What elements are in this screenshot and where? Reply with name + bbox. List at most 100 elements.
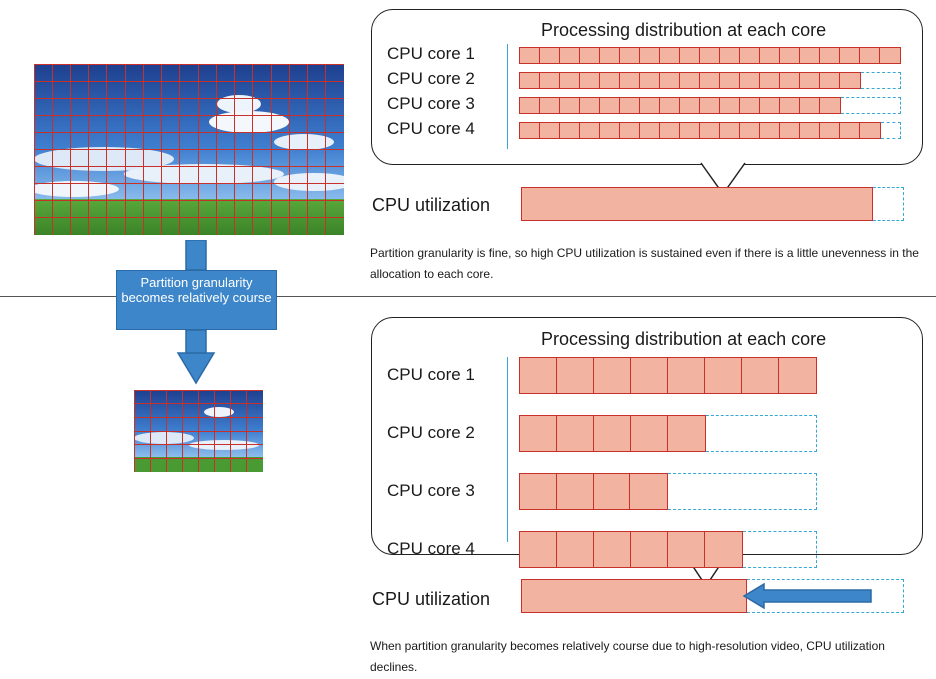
partition-cell bbox=[234, 217, 254, 235]
bottom-util-fill bbox=[521, 579, 747, 613]
partition-cell bbox=[161, 114, 181, 133]
partition-cell bbox=[215, 64, 236, 82]
partition-cell bbox=[51, 166, 71, 185]
partition-cell bbox=[34, 217, 53, 235]
partition-cell bbox=[34, 97, 53, 116]
partition-cell bbox=[51, 64, 71, 82]
partition-cell bbox=[325, 97, 344, 116]
task-block bbox=[668, 532, 705, 567]
bottom-caption: When partition granularity becomes relat… bbox=[370, 639, 885, 674]
task-block bbox=[540, 98, 560, 113]
partition-cell bbox=[69, 97, 90, 116]
partition-cell bbox=[179, 64, 199, 82]
partition-cell bbox=[179, 217, 199, 235]
partition-cell bbox=[288, 114, 309, 133]
partition-cell bbox=[307, 80, 327, 99]
task-block bbox=[860, 123, 880, 138]
partition-cell bbox=[325, 200, 344, 219]
partition-cell bbox=[106, 217, 126, 235]
task-block bbox=[800, 73, 820, 88]
partition-cell bbox=[197, 64, 217, 82]
task-block bbox=[520, 98, 540, 113]
partition-cell bbox=[106, 131, 126, 150]
task-block bbox=[740, 123, 760, 138]
partition-cell bbox=[34, 64, 53, 82]
partition-grid bbox=[34, 64, 344, 235]
partition-cell bbox=[179, 200, 199, 219]
partition-cell bbox=[34, 114, 53, 133]
core-load-bar bbox=[519, 72, 861, 89]
partition-cell bbox=[252, 217, 272, 235]
partition-cell bbox=[270, 131, 290, 150]
partition-cell bbox=[307, 200, 327, 219]
partition-cell bbox=[252, 97, 272, 116]
task-block bbox=[760, 73, 780, 88]
partition-cell bbox=[230, 430, 248, 446]
partition-cell bbox=[325, 149, 344, 168]
partition-cell bbox=[270, 97, 290, 116]
partition-cell bbox=[165, 416, 183, 432]
partition-cell bbox=[69, 217, 90, 235]
partition-cell bbox=[142, 80, 163, 99]
core-axis-line bbox=[507, 357, 508, 542]
partition-cell bbox=[161, 131, 181, 150]
partition-cell bbox=[181, 444, 199, 459]
partition-cell bbox=[288, 131, 309, 150]
task-block bbox=[720, 98, 740, 113]
partition-cell bbox=[124, 200, 144, 219]
partition-cell bbox=[197, 97, 217, 116]
partition-cell bbox=[88, 166, 108, 185]
task-block bbox=[680, 98, 700, 113]
top-util-label: CPU utilization bbox=[372, 195, 491, 215]
core-load-bar bbox=[519, 47, 901, 64]
partition-cell bbox=[198, 444, 216, 459]
arrow-label-text: Partition granularity becomes relatively… bbox=[121, 275, 272, 305]
core-idle-space bbox=[860, 72, 901, 89]
partition-cell bbox=[161, 200, 181, 219]
task-block bbox=[557, 532, 594, 567]
partition-cell bbox=[252, 200, 272, 219]
partition-cell bbox=[307, 114, 327, 133]
partition-cell bbox=[307, 166, 327, 185]
partition-cell bbox=[215, 80, 236, 99]
partition-cell bbox=[215, 200, 236, 219]
partition-cell bbox=[214, 390, 232, 405]
task-block bbox=[740, 98, 760, 113]
partition-cell bbox=[124, 131, 144, 150]
partition-cell bbox=[142, 114, 163, 133]
core-load-bar bbox=[519, 122, 881, 139]
top-caption: Partition granularity is fine, so high C… bbox=[370, 246, 919, 281]
partition-cell bbox=[215, 131, 236, 150]
arrow-label: Partition granularity becomes relatively… bbox=[116, 270, 277, 330]
partition-cell bbox=[246, 403, 263, 418]
task-block bbox=[740, 73, 760, 88]
partition-cell bbox=[198, 403, 216, 418]
task-block bbox=[700, 123, 720, 138]
partition-cell bbox=[252, 64, 272, 82]
task-block bbox=[640, 48, 660, 63]
partition-cell bbox=[215, 166, 236, 185]
partition-cell bbox=[69, 166, 90, 185]
partition-cell bbox=[124, 183, 144, 202]
partition-cell bbox=[142, 64, 163, 82]
partition-cell bbox=[142, 200, 163, 219]
partition-cell bbox=[124, 217, 144, 235]
task-block bbox=[594, 358, 632, 393]
partition-cell bbox=[142, 131, 163, 150]
task-block bbox=[720, 123, 740, 138]
partition-grid bbox=[134, 390, 263, 472]
partition-cell bbox=[246, 416, 263, 432]
partition-cell bbox=[215, 217, 236, 235]
task-block bbox=[700, 98, 720, 113]
partition-cell bbox=[325, 183, 344, 202]
task-block bbox=[600, 98, 620, 113]
task-block bbox=[660, 98, 680, 113]
core-load-bar bbox=[519, 357, 818, 394]
partition-cell bbox=[325, 131, 344, 150]
partition-cell bbox=[270, 183, 290, 202]
partition-cell bbox=[106, 80, 126, 99]
partition-cell bbox=[234, 97, 254, 116]
partition-cell bbox=[165, 403, 183, 418]
partition-cell bbox=[149, 444, 167, 459]
partition-cell bbox=[288, 64, 309, 82]
